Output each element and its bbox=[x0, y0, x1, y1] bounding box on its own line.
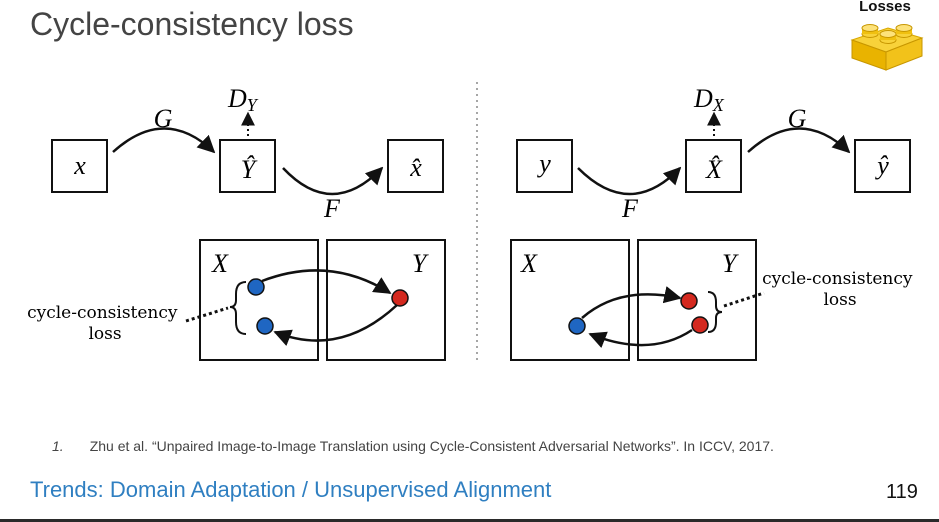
label-d: DX bbox=[693, 84, 725, 115]
node-y-hat bbox=[854, 139, 911, 193]
left-forward-cycle: x Ŷ x̂ G F DY X Y cycle-consistency loss bbox=[27, 84, 446, 361]
red-point bbox=[680, 292, 698, 310]
node-y-label: y bbox=[536, 149, 551, 178]
domain-x-label: X bbox=[520, 249, 538, 278]
node-y-hat-label: Ŷ bbox=[241, 155, 258, 184]
domain-y-label: Y bbox=[412, 249, 429, 278]
footnote-number: 1. bbox=[52, 438, 64, 454]
label-g: G bbox=[154, 104, 173, 133]
slide-title: Cycle-consistency loss bbox=[30, 6, 354, 42]
node-x-hat-label: X̂ bbox=[705, 155, 723, 184]
loss-label: cycle-consistency loss bbox=[27, 303, 183, 344]
label-g: G bbox=[788, 104, 807, 133]
domain-y-box bbox=[637, 239, 757, 361]
red-point bbox=[691, 316, 709, 334]
page-number: 119 bbox=[886, 481, 918, 503]
node-x-label: x bbox=[73, 151, 86, 180]
node-x bbox=[51, 139, 108, 193]
node-x-hat-label: x̂ bbox=[409, 153, 422, 182]
cycle-arrow-top bbox=[581, 286, 682, 319]
domain-y-label: Y bbox=[722, 249, 739, 278]
right-backward-cycle: y X̂ ŷ F G DX X Y cycle-consistency loss bbox=[510, 84, 918, 361]
domain-x-label: X bbox=[211, 249, 229, 278]
label-f: F bbox=[323, 194, 341, 223]
lego-brick-icon bbox=[850, 24, 924, 71]
node-y bbox=[516, 139, 573, 193]
cycle-consistency-diagram: x Ŷ x̂ G F DY X Y cycle-consistency loss… bbox=[27, 82, 918, 361]
label-d: DY bbox=[227, 84, 259, 115]
domain-x-box bbox=[510, 239, 630, 361]
section-tag: Losses bbox=[859, 0, 911, 15]
cycle-arrow-bottom bbox=[273, 304, 398, 346]
blue-point bbox=[256, 317, 274, 335]
domain-y-box bbox=[326, 239, 446, 361]
domain-x-box bbox=[199, 239, 319, 361]
loss-dotted-line bbox=[723, 291, 765, 308]
blue-point bbox=[247, 278, 265, 296]
node-y-hat bbox=[219, 139, 276, 193]
loss-brace bbox=[707, 291, 723, 333]
arrow-g bbox=[112, 127, 216, 154]
blue-point bbox=[568, 317, 586, 335]
footnote-text: Zhu et al. “Unpaired Image-to-Image Tran… bbox=[89, 438, 774, 454]
footer-rule bbox=[0, 519, 939, 522]
cycle-arrow-bottom bbox=[588, 328, 693, 348]
cycle-arrow-top bbox=[261, 269, 392, 295]
red-point bbox=[391, 289, 409, 307]
node-x-hat bbox=[685, 139, 742, 193]
node-x-hat bbox=[387, 139, 444, 193]
arrow-f bbox=[577, 166, 682, 196]
footer-title: Trends: Domain Adaptation / Unsupervised… bbox=[30, 477, 552, 502]
loss-dotted-line bbox=[185, 306, 229, 323]
node-y-hat-label: ŷ bbox=[874, 151, 889, 180]
loss-label: cycle-consistency loss bbox=[762, 269, 918, 310]
arrow-g bbox=[747, 127, 851, 154]
footnote: 1. Zhu et al. “Unpaired Image-to-Image Tr… bbox=[52, 438, 774, 454]
label-f: F bbox=[621, 194, 639, 223]
arrow-f bbox=[282, 166, 384, 196]
loss-brace bbox=[229, 281, 247, 335]
